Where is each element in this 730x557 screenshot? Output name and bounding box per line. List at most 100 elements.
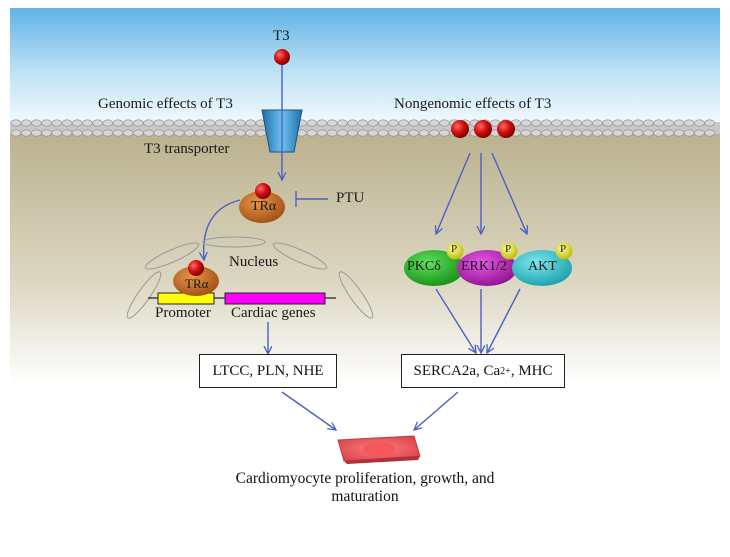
t3-molecule-icon [255,183,271,199]
tr-alpha-label: TRα [251,199,277,214]
arrow-t3-to-pkc [436,152,471,234]
genomic-targets-box: LTCC, PLN, NHE [199,354,337,388]
lipid-head [428,119,440,127]
lipid-head [663,129,675,137]
lipid-head [439,129,450,137]
lipid-head [561,129,573,137]
lipid-head [255,129,267,137]
lipid-head [71,119,83,127]
lipid-head [71,129,83,137]
lipid-head [418,119,430,127]
caption-line-2: maturation [331,488,399,505]
lipid-head [61,119,73,127]
arrow-pkc-to-serca [435,288,476,353]
genomic-effects-heading: Genomic effects of T3 [98,96,233,112]
cardiac-genes-region [224,292,326,305]
lipid-head [602,129,613,137]
lipid-head [163,119,175,127]
lipid-head [357,119,369,127]
lipid-head [204,119,216,127]
lipid-head [653,119,664,127]
lipid-head [541,119,552,127]
lipid-head [694,129,705,137]
pkc-delta-kinase [404,250,464,286]
lipid-head [643,129,654,137]
lipid-head [184,119,195,127]
erk-label: ERK1/2 [461,259,507,274]
lipid-head [235,129,246,137]
calcium-charge: 2+ [500,365,511,377]
lipid-head [653,129,664,137]
lipid-head [347,129,358,137]
lipid-head [337,129,348,137]
cardiomyocyte-icon [337,435,421,464]
lipid-head [622,119,634,127]
lipid-head [367,119,379,127]
lipid-head [10,119,22,127]
lipid-head [41,129,52,137]
lipid-head [326,129,338,137]
lipid-head [530,129,542,137]
tr-alpha-receptor [239,191,285,223]
lipid-head [20,119,32,127]
promoter-region [157,292,215,305]
lipid-head [82,119,93,127]
lipid-head [551,129,562,137]
lipid-head [602,119,613,127]
cytoplasm [10,126,720,386]
lipid-head [214,119,226,127]
lipid-head [581,119,593,127]
lipid-head [143,129,154,137]
phospho-label: P [451,243,458,255]
lipid-head [326,119,338,127]
lipid-head [377,129,389,137]
lipid-head [153,129,165,137]
lipid-head [622,129,634,137]
tr-alpha-bound-label: TRα [185,276,209,291]
lipid-head [245,119,256,127]
lipid-head [92,129,103,137]
lipid-head [31,119,42,127]
arrow-akt-to-serca [487,288,521,353]
tr-alpha-receptor-bound [173,266,219,296]
lipid-head [102,129,114,137]
lipid-head [82,129,93,137]
t3-molecule-icon [497,120,515,138]
nongenomic-targets-text-end: , MHC [510,362,553,379]
lipid-head [122,129,134,137]
lipid-head [224,119,236,127]
lipid-head [173,129,185,137]
akt-kinase [512,250,572,286]
lipid-head [224,129,236,137]
lipid-head [214,129,226,137]
lipid-head [31,129,42,137]
lipid-head [408,129,420,137]
lipid-head [592,119,603,127]
pkc-label: PKCδ [407,259,441,274]
caption-line-1: Cardiomyocyte proliferation, growth, and [235,470,495,487]
lipid-head [143,119,154,127]
phosphate-icon [555,242,573,260]
lipid-head [704,129,715,137]
phosphate-icon [446,242,464,260]
lipid-head [316,119,328,127]
t3-molecule-icon [451,120,469,138]
arrow-genomic-to-cell [281,391,336,430]
lipid-head [173,119,185,127]
cardiac-genes-label: Cardiac genes [231,305,316,321]
lipid-head [20,129,32,137]
lipid-head [10,129,22,137]
lipid-head [388,119,399,127]
outcome-caption: Cardiomyocyte proliferation, growth, and… [200,470,530,506]
lipid-head [704,119,715,127]
nongenomic-effects-heading: Nongenomic effects of T3 [394,96,552,112]
lipid-head [418,129,430,137]
phospho-label: P [560,243,567,255]
lipid-head [683,119,695,127]
lipid-head [306,129,318,137]
phospho-label: P [505,243,512,255]
lipid-head [581,129,593,137]
akt-label: AKT [528,259,557,274]
